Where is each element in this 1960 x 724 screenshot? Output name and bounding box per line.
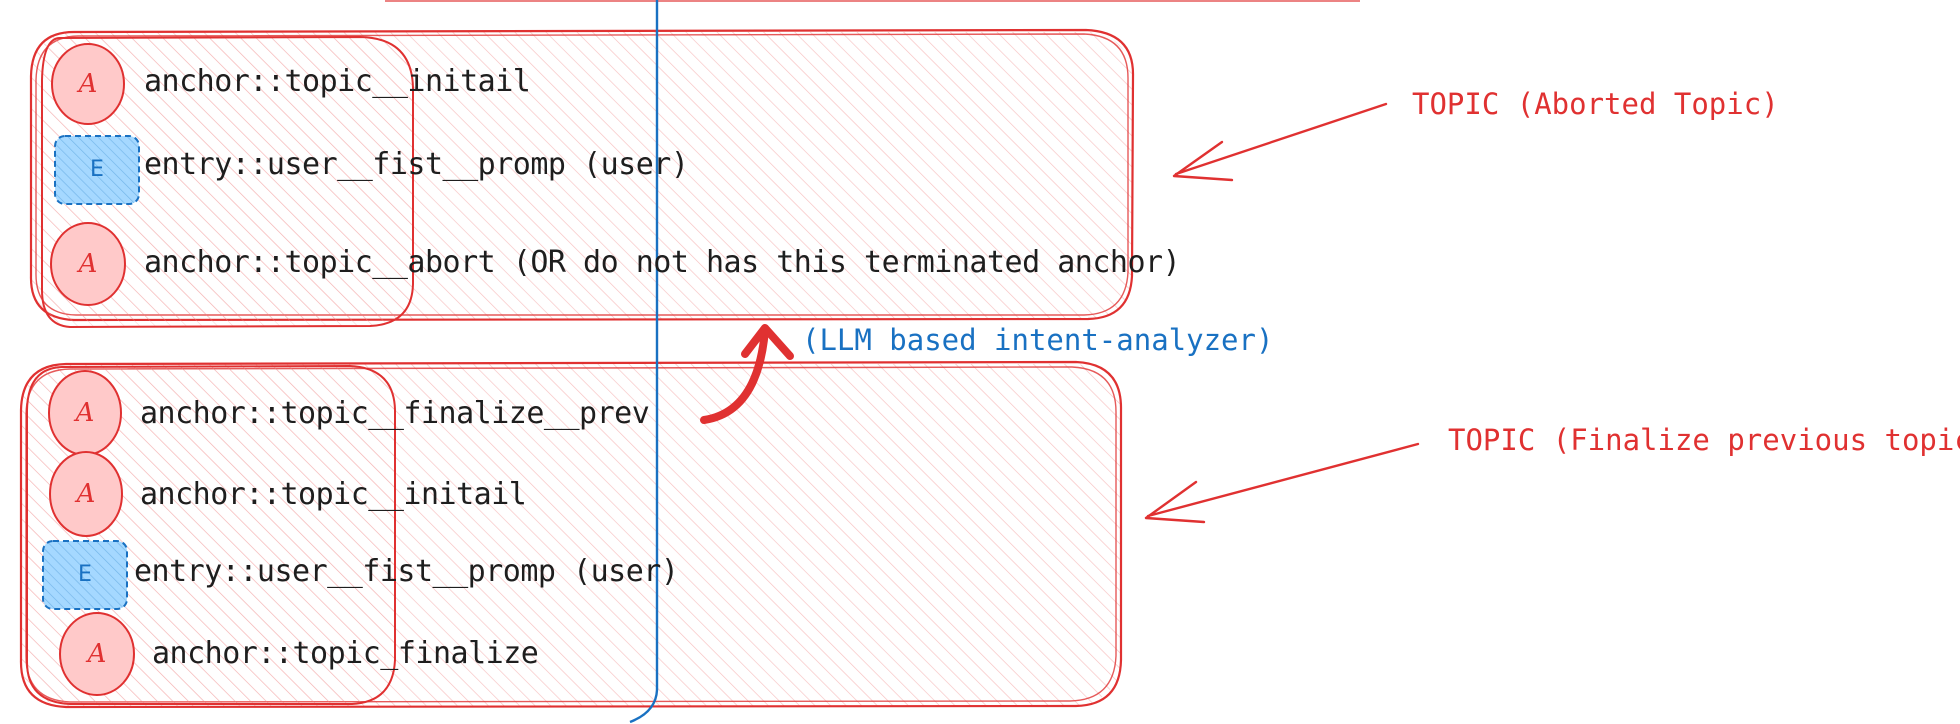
badge-anchor-letter: A [76, 479, 96, 509]
annotation-arrow-finalize [1144, 442, 1420, 524]
topic-finalize-group [19, 360, 1123, 709]
row-label-entry-user-prompt: entry::user__fist__promp (user) [134, 554, 679, 589]
badge-entry-2 [42, 540, 128, 610]
badge-entry-letter: E [78, 562, 92, 587]
badge-anchor-letter: A [78, 69, 98, 99]
intent-arrow [700, 324, 794, 424]
badge-anchor-1 [51, 43, 125, 125]
badge-anchor-letter: A [78, 249, 98, 279]
badge-anchor-5 [59, 612, 135, 696]
row-label-anchor-finalize: anchor::topic_finalize [152, 636, 539, 671]
annotation-aborted-topic: TOPIC (Aborted Topic) [1412, 87, 1779, 121]
badge-anchor-letter: A [87, 639, 107, 669]
badge-anchor-4 [49, 451, 123, 537]
badge-anchor-letter: A [75, 398, 95, 428]
row-label-anchor-finalize-prev: anchor::topic__finalize__prev [140, 396, 650, 431]
badge-anchor-2 [50, 222, 126, 306]
annotation-intent-analyzer: (LLM based intent-analyzer) [802, 323, 1274, 357]
badge-entry-letter: E [90, 157, 104, 182]
annotation-arrow-aborted [1172, 102, 1388, 182]
vertical-divider-line [629, 0, 659, 724]
annotation-finalize-topic: TOPIC (Finalize previous topic) [1448, 423, 1960, 457]
row-label-anchor-abort: anchor::topic__abort (OR do not has this… [144, 245, 1181, 280]
badge-entry-1 [54, 135, 140, 205]
row-label-anchor-initial: anchor::topic__initail [140, 477, 527, 512]
row-label-entry-user-prompt: entry::user__fist__promp (user) [144, 147, 689, 182]
row-label-anchor-initial: anchor::topic__initail [144, 64, 531, 99]
topic-aborted-group [29, 28, 1135, 329]
